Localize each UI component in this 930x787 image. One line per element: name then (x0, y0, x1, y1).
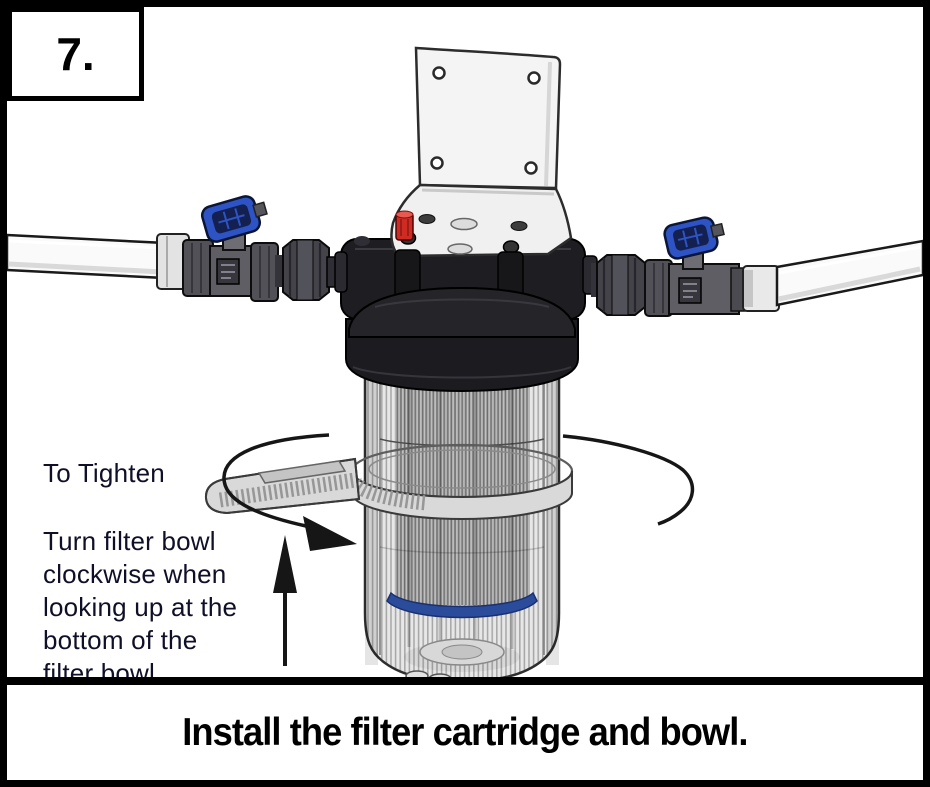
rotation-arrowhead-icon (303, 516, 357, 551)
tighten-callout: To Tighten Turn filter bowl clockwise wh… (43, 457, 237, 690)
up-arrowhead-icon (273, 535, 297, 593)
up-arrow (273, 535, 297, 666)
bracket-hole (524, 161, 538, 175)
filter-head-dome (348, 286, 576, 338)
step-number-badge: 7. (7, 7, 144, 101)
pressure-relief-button (395, 210, 414, 241)
outlet-ball-valve (644, 216, 746, 317)
left-valve-handle-icon (200, 195, 268, 243)
filter-cartridge (395, 379, 529, 605)
step-caption: Install the filter cartridge and bowl. (182, 710, 748, 754)
mounting-bracket (390, 46, 573, 258)
callout-line: bottom of the (43, 625, 198, 655)
filter-head-collar (345, 286, 579, 393)
bracket-screw (502, 240, 520, 254)
callout-line: clockwise when (43, 559, 227, 589)
callout-line: Turn filter bowl (43, 526, 216, 556)
outlet-pipe (775, 239, 923, 307)
inlet-pipe (7, 233, 167, 280)
filter-assembly-illustration (7, 46, 923, 685)
right-valve-handle-icon (663, 216, 725, 260)
filter-bowl (363, 373, 561, 685)
bracket-hole (430, 156, 444, 170)
step-number: 7. (56, 28, 95, 80)
cartridge-seal-ring (386, 591, 538, 619)
bracket-hole (432, 66, 446, 80)
outlet-push-fitting (742, 265, 780, 312)
callout-heading: To Tighten (43, 458, 165, 488)
caption-band: Install the filter cartridge and bowl. (7, 677, 923, 780)
rotation-arrow (222, 433, 695, 551)
filter-wrench (204, 443, 574, 520)
bracket-hole (527, 71, 541, 85)
inlet-ball-valve (182, 195, 279, 302)
callout-line: looking up at the (43, 592, 238, 622)
right-union-nut (591, 254, 646, 316)
